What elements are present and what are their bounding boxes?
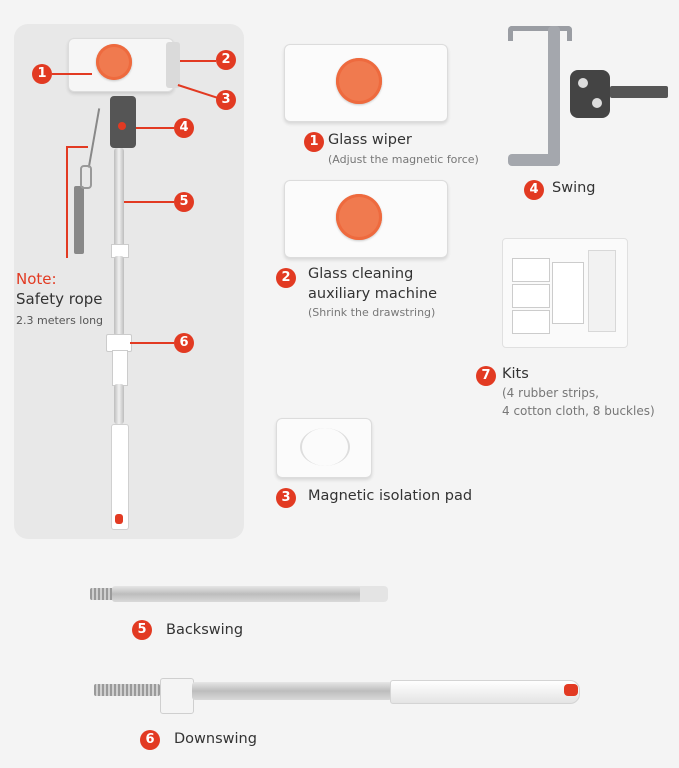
callout-6-badge: 6 — [174, 333, 194, 353]
downswing-grip — [390, 680, 580, 704]
safety-rope-clip — [80, 165, 92, 189]
glass-wiper-knob — [336, 58, 382, 104]
swing-label: Swing — [552, 180, 596, 196]
assembled-pole-lower — [114, 384, 124, 424]
kits-item-2 — [512, 284, 550, 308]
note-line1: Safety rope — [16, 290, 103, 308]
note-line2: 2.3 meters long — [16, 314, 104, 327]
downswing-hang-hole — [564, 684, 578, 696]
swing-badge: 4 — [524, 180, 544, 200]
glass-wiper-badge: 1 — [304, 132, 324, 152]
callout-3-badge: 3 — [216, 90, 236, 110]
kits-item-5 — [588, 250, 616, 332]
backswing-badge: 5 — [132, 620, 152, 640]
note-leader-horizontal — [66, 146, 88, 148]
assembled-pole-upper — [114, 148, 124, 248]
downswing-badge: 6 — [140, 730, 160, 750]
callout-4-badge: 4 — [174, 118, 194, 138]
callout-1-badge: 1 — [32, 64, 52, 84]
swing-hinge-dot2 — [592, 98, 602, 108]
callout-6-leader — [130, 342, 174, 344]
kits-item-3 — [512, 310, 550, 334]
assembled-joint-dot — [118, 122, 126, 130]
kits-sub1: (4 rubber strips, — [502, 386, 599, 400]
glass-wiper-label: Glass wiper — [328, 132, 412, 148]
downswing-clamp — [160, 678, 194, 714]
auxiliary-badge: 2 — [276, 268, 296, 288]
swing-hinge-dot1 — [578, 78, 588, 88]
kits-badge: 7 — [476, 366, 496, 386]
kits-item-1 — [512, 258, 550, 282]
assembled-pole-sleeve — [112, 350, 128, 386]
note-title: Note: — [16, 270, 57, 288]
callout-2-leader — [180, 60, 216, 62]
auxiliary-machine-knob — [336, 194, 382, 240]
downswing-pole-mid — [192, 682, 392, 700]
assembled-pole-grip — [111, 424, 129, 530]
safety-rope-strap — [74, 186, 84, 254]
auxiliary-label-line1: Glass cleaning — [308, 266, 414, 282]
callout-5-leader — [124, 201, 174, 203]
assembled-wiper-back — [166, 42, 180, 88]
downswing-label: Downswing — [174, 731, 257, 747]
kits-sub2: 4 cotton cloth, 8 buckles) — [502, 404, 655, 418]
downswing-thread — [94, 684, 160, 696]
kits-item-4 — [552, 262, 584, 324]
magnetic-pad-groove — [300, 428, 350, 466]
swing-bracket-side — [548, 26, 560, 166]
backswing-label: Backswing — [166, 622, 244, 638]
swing-rod — [610, 86, 668, 98]
kits-label: Kits — [502, 366, 529, 382]
auxiliary-label-line2: auxiliary machine — [308, 286, 438, 302]
assembled-knob — [96, 44, 132, 80]
callout-5-badge: 5 — [174, 192, 194, 212]
pad-label: Magnetic isolation pad — [308, 488, 473, 504]
backswing-pole — [112, 586, 362, 602]
backswing-cap — [360, 586, 388, 602]
note-leader-vertical — [66, 146, 68, 258]
callout-1-leader — [52, 73, 92, 75]
swing-hinge — [570, 70, 610, 118]
glass-wiper-sub: (Adjust the magnetic force) — [328, 153, 479, 166]
swing-bracket-top — [508, 26, 572, 41]
backswing-thread — [90, 588, 114, 600]
callout-4-leader — [136, 127, 174, 129]
assembled-pole-hang-hole — [115, 514, 123, 524]
swing-bracket-bottom — [508, 154, 560, 166]
assembled-pole-middle — [114, 256, 124, 336]
pad-badge: 3 — [276, 488, 296, 508]
auxiliary-sub: (Shrink the drawstring) — [308, 306, 436, 319]
callout-2-badge: 2 — [216, 50, 236, 70]
